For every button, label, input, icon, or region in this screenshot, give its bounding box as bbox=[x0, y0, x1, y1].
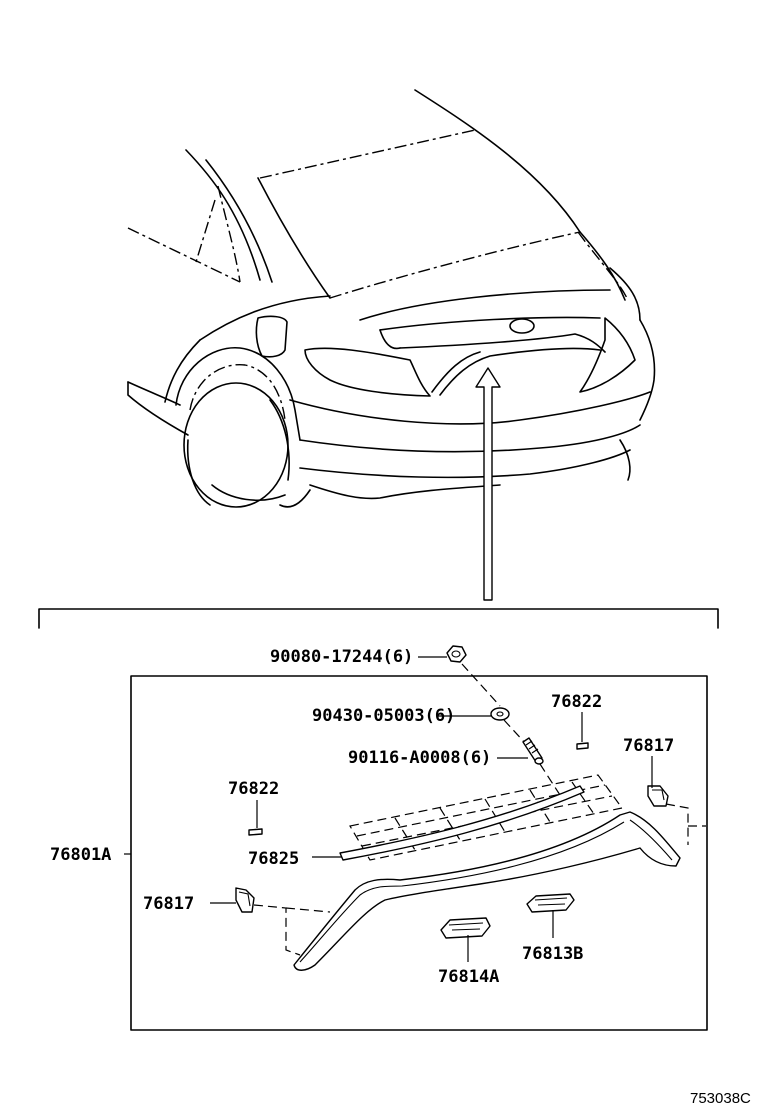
bracket-a-part bbox=[440, 917, 491, 939]
washer-part bbox=[490, 707, 510, 721]
label-76825: 76825 bbox=[248, 849, 299, 869]
car-rear-illustration bbox=[127, 89, 656, 508]
clip-left-part bbox=[248, 828, 263, 836]
label-90116-A0008: 90116-A0008(6) bbox=[348, 748, 491, 768]
label-76801A: 76801A bbox=[50, 845, 111, 865]
diagram-reference-code: 753038C bbox=[690, 1090, 751, 1107]
clip-right-part bbox=[576, 742, 589, 750]
label-76817-left: 76817 bbox=[143, 894, 194, 914]
group-bracket bbox=[38, 608, 719, 629]
label-90430-05003: 90430-05003(6) bbox=[312, 706, 455, 726]
label-76817-right: 76817 bbox=[623, 736, 674, 756]
bracket-b-part bbox=[526, 893, 575, 913]
stud-bolt-part bbox=[522, 737, 544, 765]
garnish-part bbox=[293, 811, 681, 971]
location-arrow bbox=[475, 367, 501, 601]
assembly-frame bbox=[130, 675, 708, 1031]
end-cap-right-part bbox=[647, 785, 669, 807]
end-cap-left-part bbox=[235, 887, 255, 913]
label-90080-17244: 90080-17244(6) bbox=[270, 647, 413, 667]
nut-part bbox=[446, 645, 467, 663]
label-76822-left: 76822 bbox=[228, 779, 279, 799]
label-76822-right: 76822 bbox=[551, 692, 602, 712]
label-76813B: 76813B bbox=[522, 944, 583, 964]
weatherstrip-part bbox=[339, 785, 585, 861]
label-76814A: 76814A bbox=[438, 967, 499, 987]
